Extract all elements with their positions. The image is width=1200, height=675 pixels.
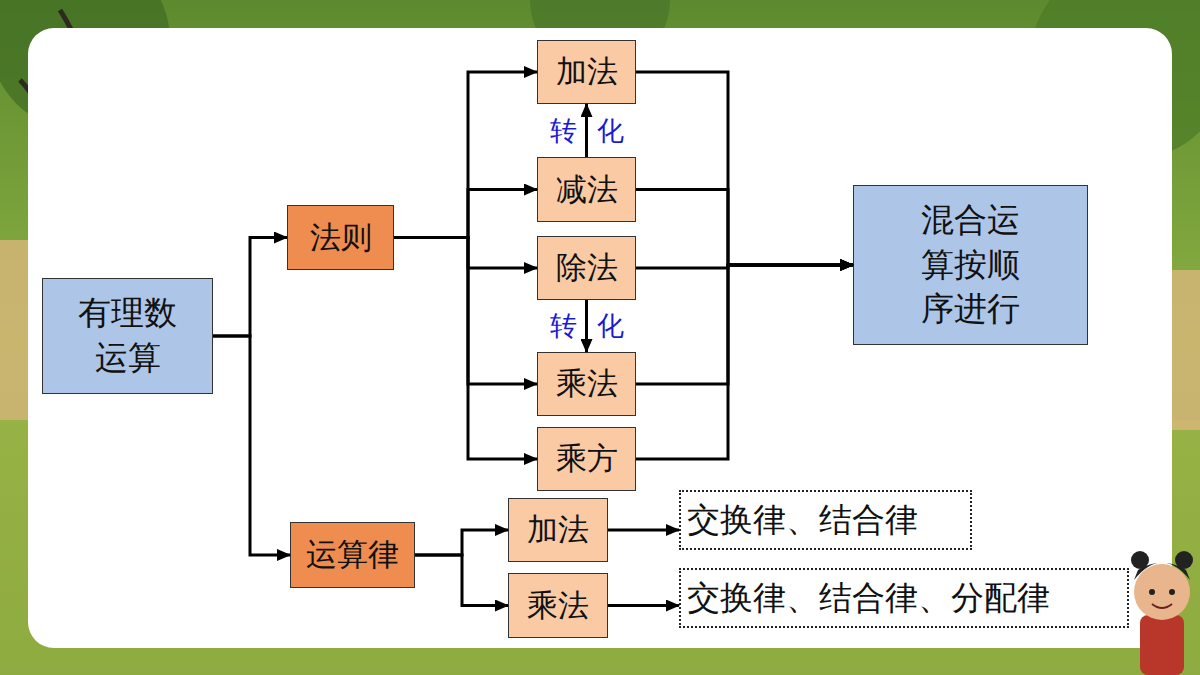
box-text: 法则 bbox=[310, 217, 372, 259]
operation-box: 加法 bbox=[537, 40, 636, 104]
connector-arrow bbox=[636, 190, 853, 266]
result-box: 混合运算按顺序进行 bbox=[853, 185, 1088, 345]
operation-box: 乘法 bbox=[537, 352, 636, 416]
law-box: 交换律、结合律 bbox=[679, 490, 972, 550]
connector-arrow bbox=[394, 238, 537, 385]
box-text: 乘方 bbox=[556, 438, 618, 480]
connector-arrow bbox=[636, 265, 853, 268]
character-head bbox=[1134, 564, 1190, 620]
box-text: 交换律、结合律 bbox=[687, 498, 918, 543]
operation-box: 减法 bbox=[537, 157, 636, 222]
connector-arrow bbox=[415, 555, 508, 606]
content-panel bbox=[28, 28, 1172, 648]
connector-arrow bbox=[394, 238, 537, 460]
operation-box: 加法 bbox=[508, 498, 608, 562]
connector-arrow bbox=[415, 530, 508, 555]
edge-label: 转化 bbox=[530, 308, 644, 344]
character-eye bbox=[1169, 589, 1175, 595]
box-text: 除法 bbox=[556, 247, 618, 289]
box-text: 交换律、结合律、分配律 bbox=[687, 576, 1050, 621]
operation-box: 乘法 bbox=[508, 573, 608, 638]
character-mouth bbox=[1152, 604, 1172, 608]
box-text: 加法 bbox=[556, 51, 618, 93]
connector-arrow bbox=[636, 265, 853, 384]
box-text: 减法 bbox=[556, 169, 618, 211]
category-box: 运算律 bbox=[290, 522, 415, 588]
operation-box: 除法 bbox=[537, 236, 636, 300]
cartoon-character bbox=[1131, 551, 1193, 675]
connector-arrow bbox=[394, 72, 537, 238]
connector-arrow bbox=[394, 190, 537, 238]
connector-arrow bbox=[608, 604, 679, 607]
character-eye bbox=[1149, 589, 1155, 595]
box-text: 加法 bbox=[527, 509, 589, 551]
connector-arrow bbox=[394, 238, 537, 269]
connector-arrow bbox=[608, 529, 679, 532]
box-text: 乘法 bbox=[556, 363, 618, 405]
edge-label: 转化 bbox=[530, 113, 644, 149]
connector-arrow bbox=[636, 265, 853, 459]
box-text: 有理数运算 bbox=[73, 291, 182, 380]
connector-arrow bbox=[636, 72, 853, 265]
law-box: 交换律、结合律、分配律 bbox=[679, 568, 1129, 628]
connector-arrow bbox=[213, 336, 290, 555]
operation-box: 乘方 bbox=[537, 427, 636, 491]
character-bun bbox=[1131, 551, 1149, 569]
connector-arrow bbox=[213, 238, 287, 337]
box-text: 乘法 bbox=[527, 585, 589, 627]
topic-box: 有理数运算 bbox=[42, 278, 213, 394]
character-body bbox=[1140, 615, 1184, 675]
box-text: 混合运算按顺序进行 bbox=[916, 198, 1025, 332]
character-bun bbox=[1175, 551, 1193, 569]
box-text: 运算律 bbox=[306, 534, 399, 576]
category-box: 法则 bbox=[287, 205, 394, 270]
